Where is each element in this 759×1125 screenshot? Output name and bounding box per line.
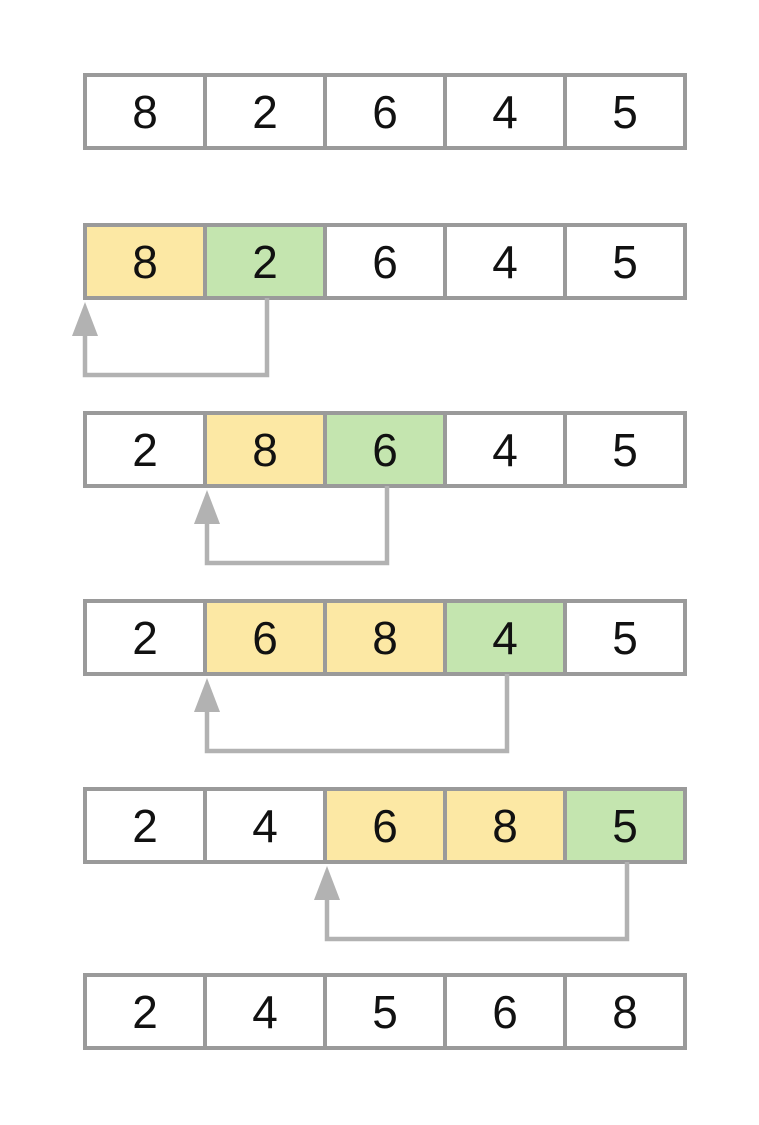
arrowhead-up-icon [194,490,220,524]
array-cell: 6 [323,411,447,488]
array-cell: 4 [203,973,327,1050]
array-cell: 4 [443,73,567,150]
move-arrow-step-4 [194,674,510,754]
array-cell: 6 [323,223,447,300]
array-row-4: 2 6 8 4 5 [83,599,687,676]
array-cell: 2 [83,599,207,676]
cell-value: 6 [372,799,398,852]
cell-value: 5 [612,235,638,288]
cell-value: 5 [612,611,638,664]
cell-value: 8 [372,611,398,664]
arrowhead-up-icon [72,302,98,336]
cell-value: 5 [612,799,638,852]
array-cell: 4 [443,411,567,488]
cell-value: 5 [612,423,638,476]
array-row-3: 2 8 6 4 5 [83,411,687,488]
cell-value: 5 [612,85,638,138]
array-row-1: 8 2 6 4 5 [83,73,687,150]
array-cell: 8 [83,73,207,150]
array-cell: 8 [563,973,687,1050]
move-arrow-step-5 [314,862,630,942]
array-row-2: 8 2 6 4 5 [83,223,687,300]
cell-value: 2 [252,235,278,288]
cell-value: 5 [372,985,398,1038]
array-cell: 2 [203,223,327,300]
array-cell: 5 [563,73,687,150]
array-cell: 5 [563,223,687,300]
arrowhead-up-icon [194,678,220,712]
array-cell: 4 [203,787,327,864]
cell-value: 2 [132,799,158,852]
cell-value: 2 [132,611,158,664]
cell-value: 4 [492,423,518,476]
cell-value: 8 [612,985,638,1038]
array-cell: 2 [83,411,207,488]
cell-value: 6 [372,235,398,288]
move-arrow-step-2 [72,298,270,378]
cell-value: 6 [252,611,278,664]
array-cell: 6 [323,787,447,864]
cell-value: 4 [492,85,518,138]
array-cell: 2 [203,73,327,150]
cell-value: 6 [492,985,518,1038]
array-cell: 6 [203,599,327,676]
cell-value: 4 [252,985,278,1038]
arrowhead-up-icon [314,866,340,900]
array-cell: 5 [563,787,687,864]
array-cell: 6 [443,973,567,1050]
array-cell: 5 [563,411,687,488]
array-cell: 5 [323,973,447,1050]
cell-value: 8 [132,85,158,138]
cell-value: 2 [252,85,278,138]
array-cell: 8 [83,223,207,300]
cell-value: 2 [132,985,158,1038]
array-cell: 4 [443,223,567,300]
cell-value: 8 [132,235,158,288]
cell-value: 8 [492,799,518,852]
cell-value: 2 [132,423,158,476]
cell-value: 6 [372,423,398,476]
cell-value: 6 [372,85,398,138]
array-cell: 8 [323,599,447,676]
array-cell: 2 [83,787,207,864]
array-cell: 8 [443,787,567,864]
cell-value: 4 [492,235,518,288]
cell-value: 4 [492,611,518,664]
array-cell: 4 [443,599,567,676]
array-cell: 6 [323,73,447,150]
cell-value: 4 [252,799,278,852]
array-row-5: 2 4 6 8 5 [83,787,687,864]
cell-value: 8 [252,423,278,476]
array-cell: 2 [83,973,207,1050]
array-row-6: 2 4 5 6 8 [83,973,687,1050]
array-cell: 5 [563,599,687,676]
move-arrow-step-3 [194,486,390,566]
array-cell: 8 [203,411,327,488]
